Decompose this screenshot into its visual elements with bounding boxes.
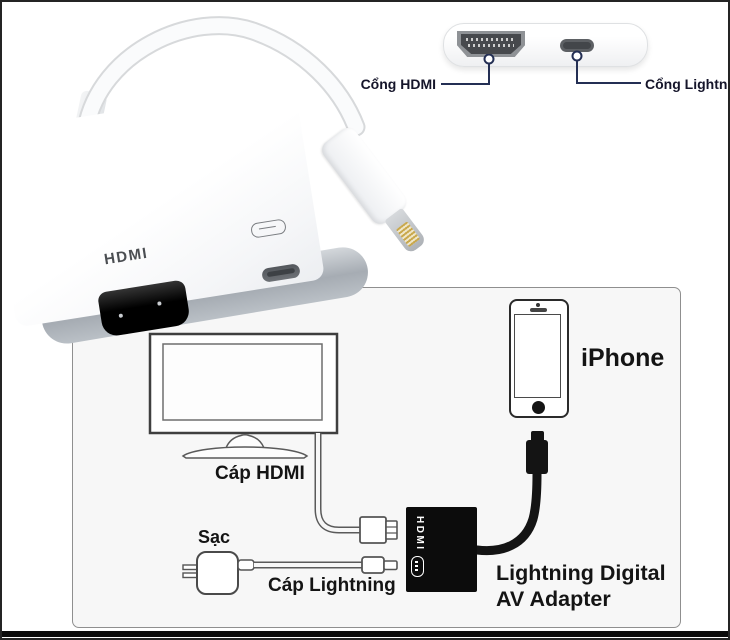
iphone-camera-dot [536, 303, 540, 307]
callout-line-hdmi [441, 53, 495, 85]
diagram-iphone [509, 299, 569, 418]
lightning-plug-icon [361, 556, 398, 574]
hdmi-plug-icon [359, 516, 398, 544]
lightning-cable-label: Cáp Lightning [268, 575, 396, 596]
hdmi-port-pins [466, 38, 516, 41]
adapter-to-iphone-cable [472, 431, 548, 556]
hdmi-port-label: Cổng HDMI [360, 76, 436, 92]
callout-line-lightning [571, 50, 641, 84]
lightning-port-inner [563, 42, 591, 49]
black-lightning-plug-icon [526, 431, 548, 474]
bottom-black-bar [2, 631, 728, 637]
charger-label: Sạc [198, 527, 231, 547]
hdmi-cable [314, 433, 398, 544]
tv-icon [148, 332, 339, 459]
lightning-port-label: Cổng Lightning [645, 76, 730, 92]
iphone-home-button [532, 401, 545, 414]
lightning-cable [254, 556, 398, 574]
adapter-lightning-port-icon [411, 556, 424, 577]
charger-icon [182, 551, 255, 595]
iphone-speaker [530, 308, 547, 312]
iphone-screen [514, 314, 561, 398]
av-adapter-label-line1: Lightning Digital [496, 561, 666, 585]
av-adapter-label: Lightning Digital AV Adapter [496, 561, 666, 612]
av-adapter-label-line2: AV Adapter [496, 586, 611, 611]
hdmi-port-pins [468, 44, 514, 47]
iphone-label: iPhone [581, 344, 665, 372]
diagram-av-adapter: HDMI [406, 507, 477, 592]
hdmi-cable-label: Cáp HDMI [215, 463, 305, 484]
